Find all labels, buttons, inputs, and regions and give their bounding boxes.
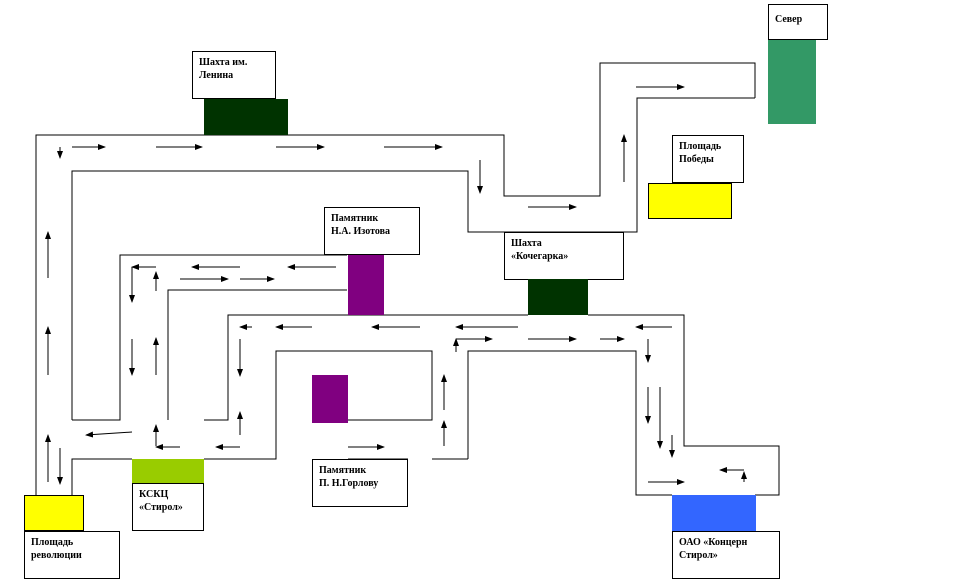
victory-square-block	[648, 183, 732, 219]
stirol-concern-block	[672, 495, 756, 531]
road-outline-2	[71, 97, 755, 420]
stirol-concern-label: ОАО «Концерн Стирол»	[672, 531, 780, 579]
road-outline-10	[467, 350, 672, 496]
road-outline-9	[588, 314, 780, 496]
revolution-square-block	[24, 495, 84, 531]
direction-arrows	[45, 84, 747, 485]
gorlov-monument-block	[312, 375, 348, 423]
road-outline-4	[167, 289, 347, 420]
road-outline-1	[35, 62, 756, 495]
road-outline-6	[204, 350, 433, 460]
road-outlines	[35, 62, 780, 496]
mine-lenin-block	[204, 99, 288, 135]
road-outline-7	[204, 314, 528, 421]
victory-square-label: Площадь Победы	[672, 135, 744, 183]
road-outline-5	[71, 458, 132, 495]
kochegarka-mine-block	[528, 279, 588, 315]
izotov-monument-label: Памятник Н.А. Изотова	[324, 207, 420, 255]
kskc-label: КСКЦ «Стирол»	[132, 483, 204, 531]
arrow	[85, 431, 133, 438]
revolution-square-label: Площадь революции	[24, 531, 120, 579]
road-outline-3	[72, 254, 347, 421]
sever-label: Север	[768, 4, 828, 40]
sever-block	[768, 40, 816, 124]
gorlov-monument-label: Памятник П. Н.Горлову	[312, 459, 408, 507]
kochegarka-mine-label: Шахта «Кочегарка»	[504, 232, 624, 280]
kskc-block	[132, 459, 204, 483]
izotov-monument-block	[348, 255, 384, 315]
mine-lenin-label: Шахта им. Ленина	[192, 51, 276, 99]
